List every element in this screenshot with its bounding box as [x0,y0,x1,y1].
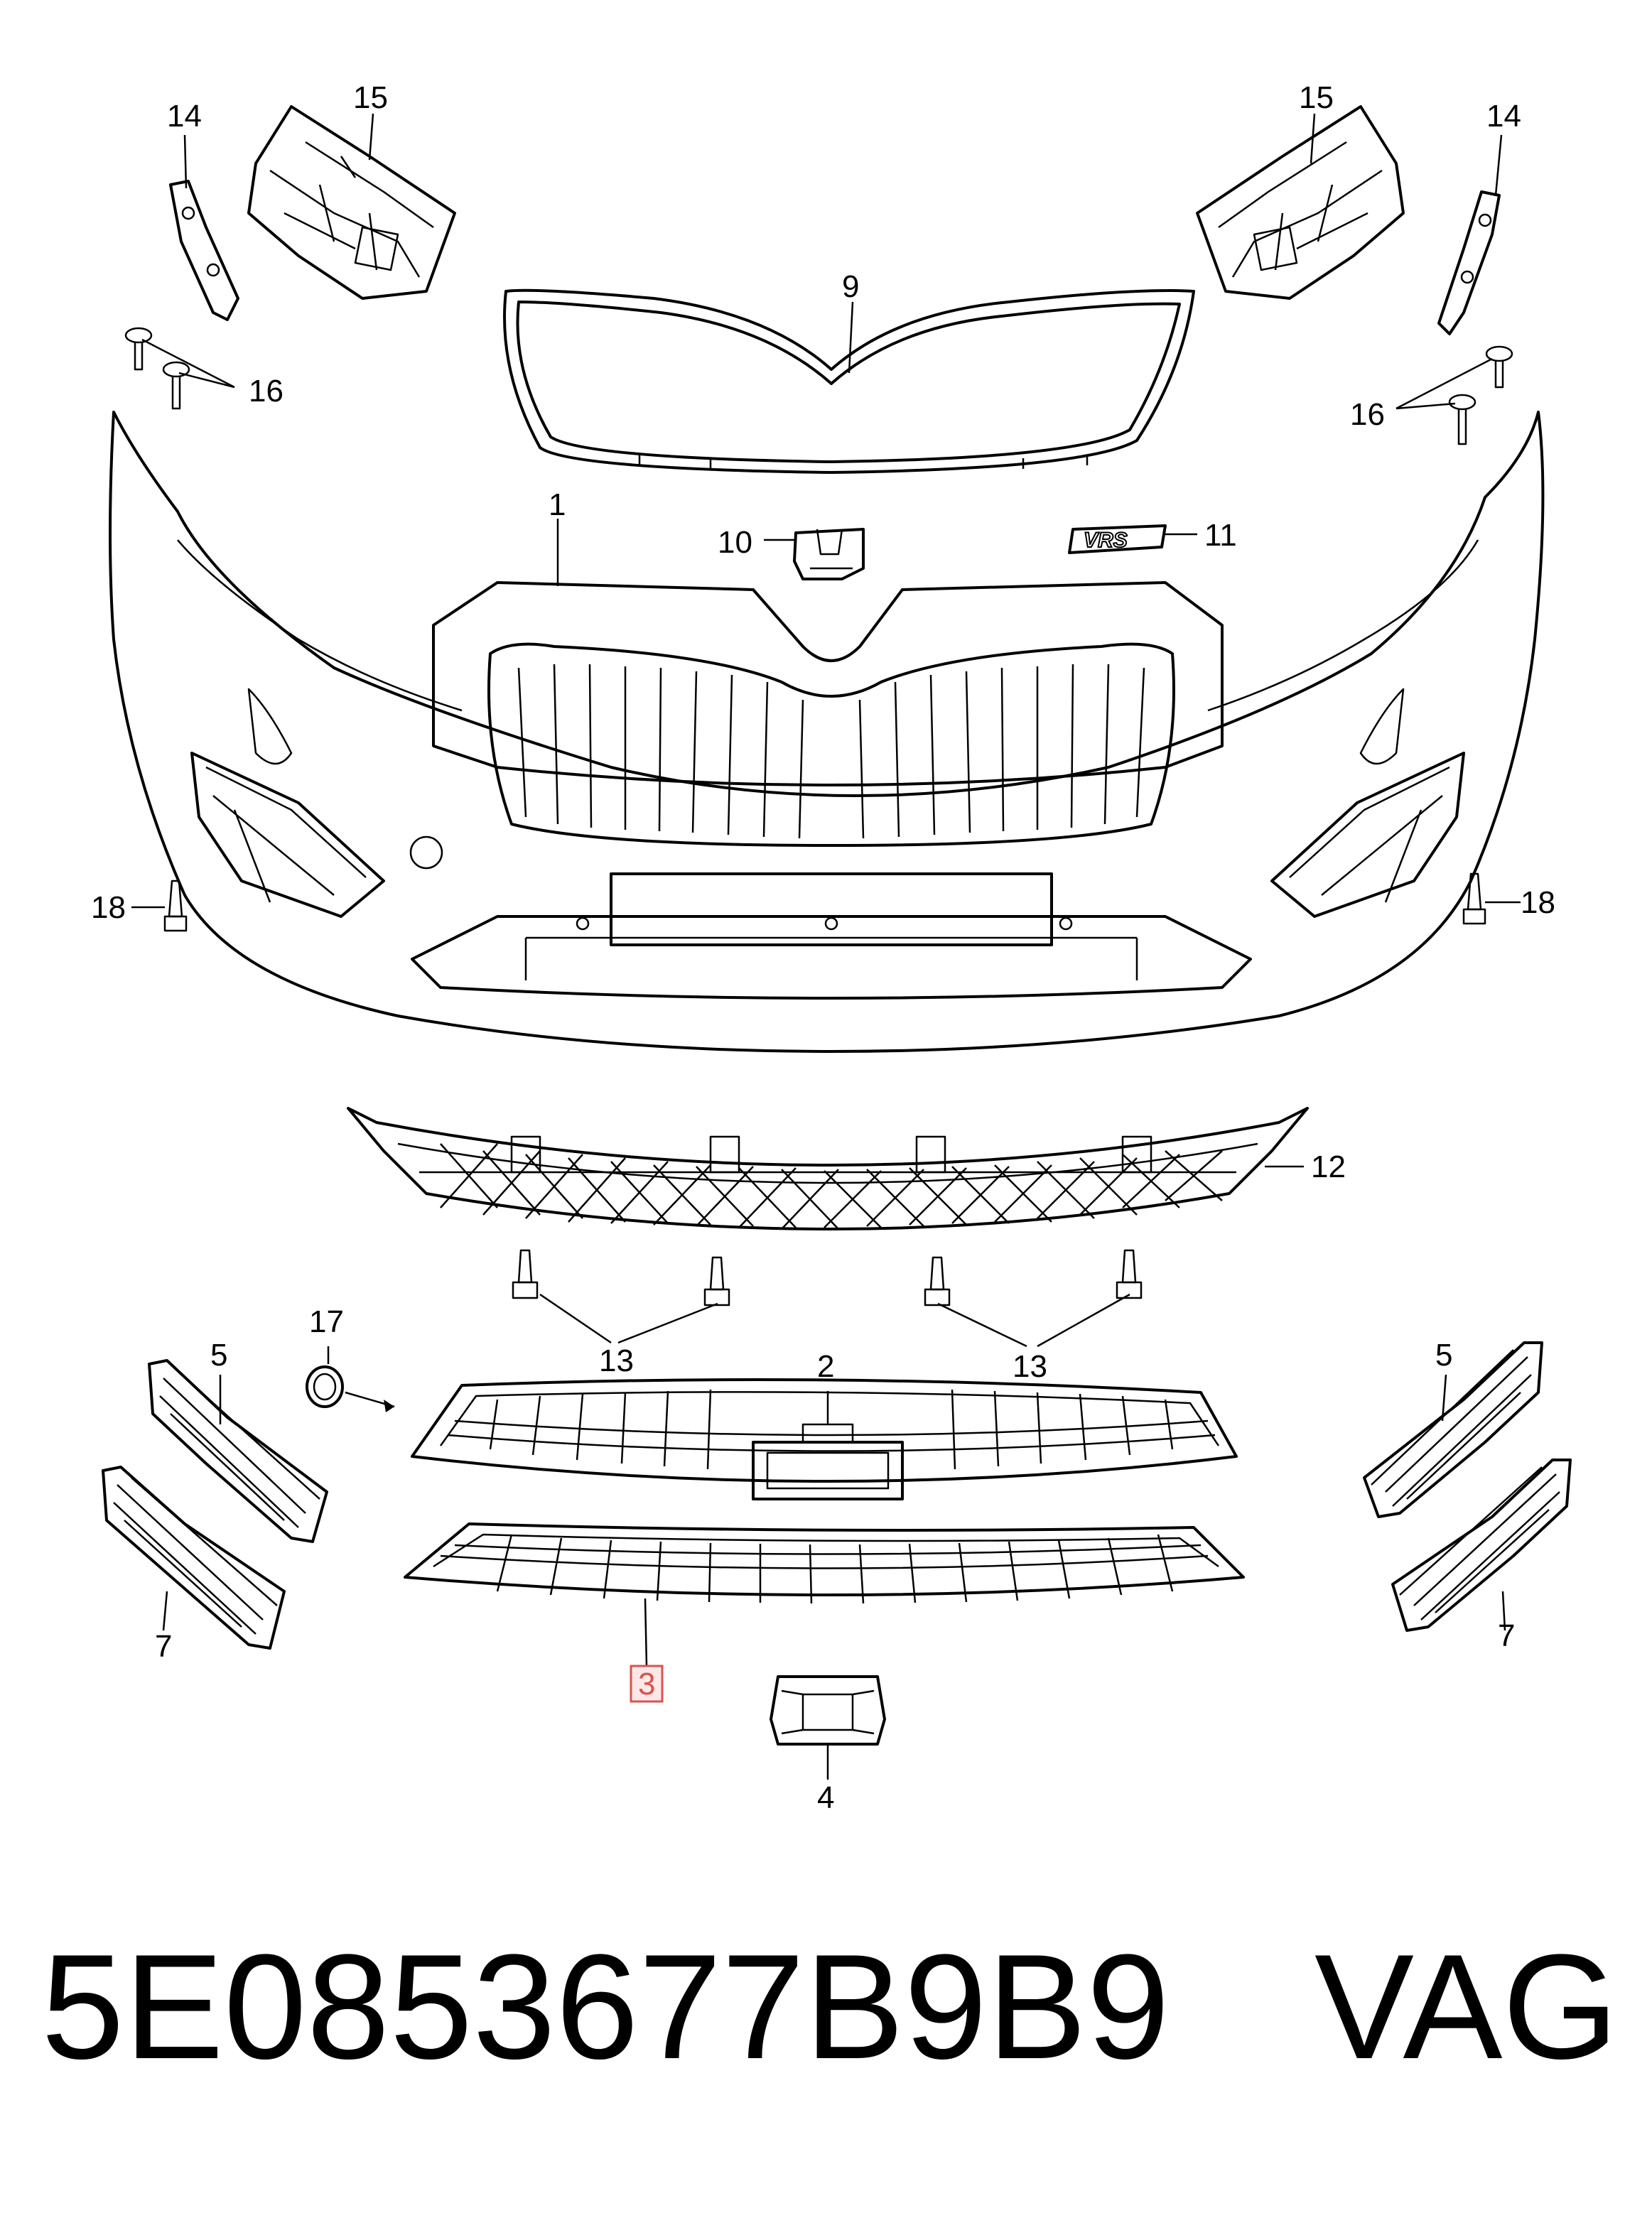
leader-lines [131,113,1521,1780]
callout-14-left: 14 [167,99,202,134]
callout-5-right: 5 [1435,1338,1452,1373]
screw-18-left [163,880,188,932]
callout-11: 11 [1204,518,1237,553]
part-11-vrs-badge: VRS [1068,524,1167,554]
part-14-left-strip [169,180,239,321]
callout-16-right: 16 [1350,397,1385,432]
callout-18-right: 18 [1521,885,1555,920]
callout-18-left: 18 [91,890,126,925]
part-7-right-side-grille [1391,1459,1572,1632]
part-2-upper-grille [411,1378,1238,1500]
callout-3: 3 [638,1667,655,1701]
callout-3-highlight-box [630,1665,664,1703]
part-7-left-side-grille [102,1466,286,1650]
callout-5-left: 5 [210,1338,227,1373]
callout-7-right: 7 [1498,1618,1515,1653]
callout-2: 2 [817,1349,834,1384]
callout-15-right: 15 [1299,80,1334,115]
callout-9: 9 [842,269,859,304]
part-15-right-bracket [1196,105,1405,300]
callout-17: 17 [309,1304,344,1339]
part-number: 5E0853677B9B9 [41,1923,1170,2090]
callout-12: 12 [1311,1149,1346,1184]
callout-1: 1 [549,487,566,522]
callout-14-right: 14 [1486,99,1521,134]
callout-4: 4 [817,1780,834,1815]
callout-labels: 14 15 15 14 9 16 16 1 10 11 18 18 12 13 … [91,80,1555,1815]
screws-16-left [124,327,190,410]
part-14-right-strip [1437,190,1501,335]
part-5-left-side-grille [148,1359,328,1543]
part-12-lower-support [347,1107,1309,1230]
part-1-front-bumper [109,411,1545,1053]
part-17-ring [306,1365,344,1408]
part-15-left-bracket [247,105,456,300]
brand-name: VAG [1314,1923,1619,2090]
part-10-bracket [793,528,865,580]
part-5-right-side-grille [1363,1341,1543,1518]
callout-10: 10 [718,525,752,560]
screw-18-right [1462,872,1486,925]
callout-15-left: 15 [353,80,388,115]
part-4-small-bracket [770,1675,886,1746]
screws-13 [512,1249,1143,1306]
screws-16-right [1448,345,1513,445]
callout-13-right: 13 [1013,1349,1047,1384]
part-9-grille-frame [503,288,1195,474]
callout-13-left: 13 [599,1343,634,1378]
callout-16-left: 16 [249,374,284,408]
callout-7-left: 7 [155,1629,172,1664]
vrs-badge-text: VRS [1084,529,1128,552]
part-3-lower-grille [404,1522,1245,1604]
